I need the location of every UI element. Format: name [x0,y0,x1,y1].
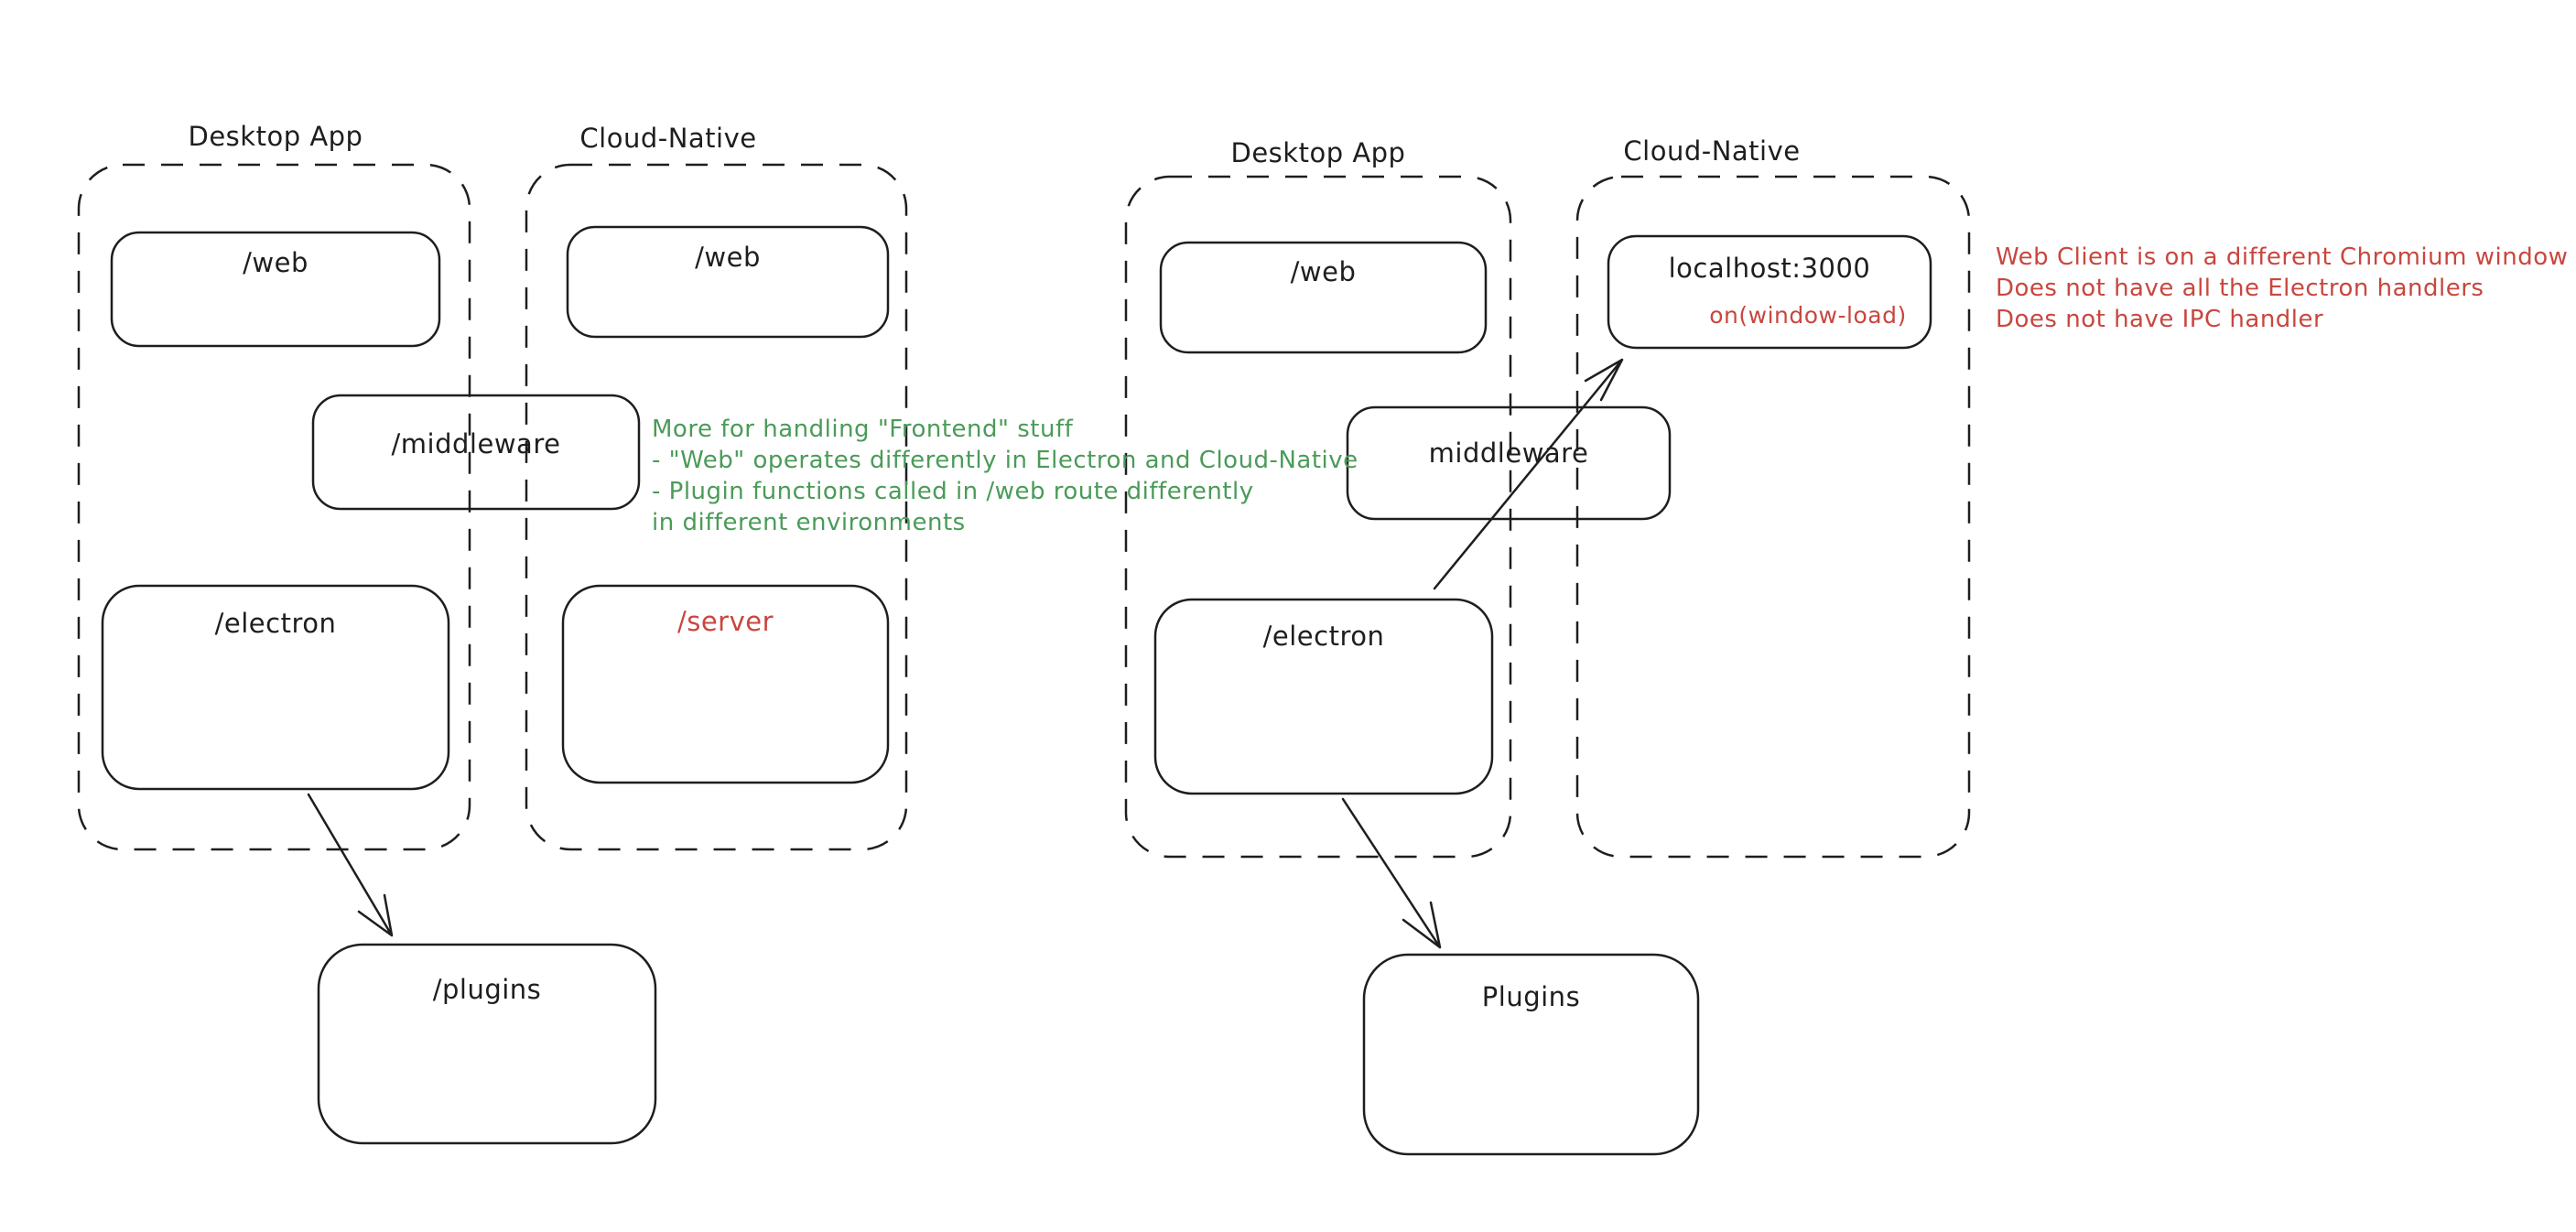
right-plugins-label: Plugins [1481,981,1581,1012]
arrow-right-electron-to-plugins [1341,797,1442,949]
left-middleware-label: /middleware [391,428,561,459]
right-cloud-native-label: Cloud-Native [1623,135,1801,167]
left-electron-label: /electron [214,608,337,639]
arrow-left-electron-to-plugins [307,793,394,937]
right-web-label: /web [1290,256,1357,287]
left-web-desktop-label: /web [243,247,308,278]
right-red-note: Web Client is on a different Chromium wi… [1996,242,2568,335]
left-desktop-app-label: Desktop App [188,121,363,152]
left-web-cloud-label: /web [695,242,761,273]
red-note-line-3: Does not have IPC handler [1996,306,2324,333]
red-note-line-2: Does not have all the Electron handlers [1996,275,2484,302]
left-green-note: More for handling "Frontend" stuff - "We… [652,414,1358,538]
right-window-load-label: on(window-load) [1709,302,1907,329]
green-note-line-4: in different environments [652,509,966,536]
right-middleware-label: middleware [1428,438,1589,469]
left-plugins-label: /plugins [432,974,542,1005]
right-localhost-label: localhost:3000 [1668,253,1871,284]
right-electron-label: /electron [1262,621,1385,652]
arrow-right-electron-to-localhost [1433,358,1624,590]
green-note-line-1: More for handling "Frontend" stuff [652,416,1074,443]
red-note-line-1: Web Client is on a different Chromium wi… [1996,243,2569,271]
left-cloud-native-label: Cloud-Native [579,123,757,154]
green-note-line-3: - Plugin functions called in /web route … [652,478,1254,505]
green-note-line-2: - "Web" operates differently in Electron… [652,447,1358,474]
right-desktop-app-label: Desktop App [1230,137,1406,168]
left-server-label: /server [676,606,774,637]
